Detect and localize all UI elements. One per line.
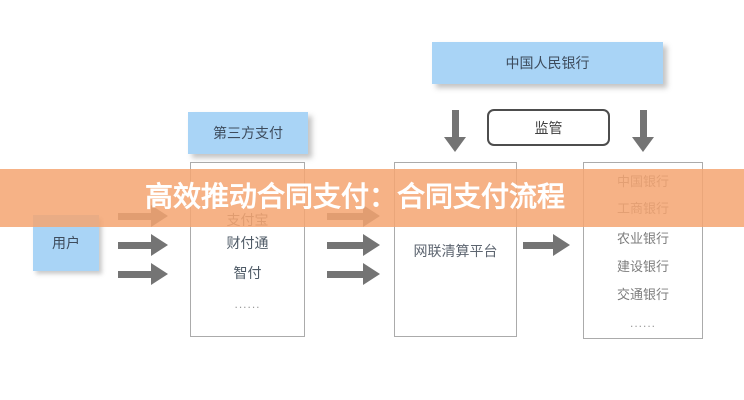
arrow-user-to-thirdparty-2 bbox=[118, 234, 168, 256]
title-banner: 高效推动合同支付：合同支付流程 bbox=[0, 169, 744, 227]
third-party-item-ellipsis: ...... bbox=[234, 297, 261, 311]
arrow-stem bbox=[327, 270, 364, 278]
node-third-party-label-text: 第三方支付 bbox=[213, 125, 283, 141]
node-central-bank-label: 中国人民银行 bbox=[505, 55, 590, 71]
page-title: 高效推动合同支付：合同支付流程 bbox=[145, 181, 566, 212]
arrow-head bbox=[632, 137, 654, 152]
arrow-thirdparty-to-clearing-3 bbox=[327, 263, 380, 285]
arrow-stem bbox=[451, 110, 459, 138]
node-third-party-label: 第三方支付 bbox=[188, 112, 308, 154]
arrow-user-to-thirdparty-3 bbox=[118, 263, 168, 285]
arrow-head bbox=[151, 263, 168, 285]
arrow-stem bbox=[118, 270, 152, 278]
arrow-head bbox=[553, 234, 570, 256]
arrow-stem bbox=[523, 241, 554, 249]
arrow-thirdparty-to-clearing-2 bbox=[327, 234, 380, 256]
arrow-head bbox=[444, 137, 466, 152]
arrow-head bbox=[363, 263, 380, 285]
arrow-clearing-to-banks bbox=[523, 234, 570, 256]
arrow-stem bbox=[327, 241, 364, 249]
bank-item: 农业银行 bbox=[616, 231, 669, 246]
node-user-label: 用户 bbox=[52, 235, 80, 251]
node-supervision: 监管 bbox=[487, 109, 610, 146]
node-clearing-label: 网联清算平台 bbox=[413, 243, 498, 259]
arrow-stem bbox=[118, 241, 152, 249]
node-supervision-label: 监管 bbox=[534, 119, 563, 136]
arrow-down-to-banks bbox=[632, 110, 654, 152]
bank-item-ellipsis: ...... bbox=[629, 316, 656, 330]
node-central-bank: 中国人民银行 bbox=[432, 42, 663, 84]
arrow-stem bbox=[639, 110, 647, 138]
bank-item: 建设银行 bbox=[616, 259, 669, 274]
arrow-head bbox=[363, 234, 380, 256]
arrow-head bbox=[151, 234, 168, 256]
third-party-item: 智付 bbox=[233, 265, 262, 281]
third-party-item: 财付通 bbox=[226, 235, 269, 251]
bank-item: 交通银行 bbox=[616, 287, 669, 302]
arrow-down-to-clearing bbox=[444, 110, 466, 152]
